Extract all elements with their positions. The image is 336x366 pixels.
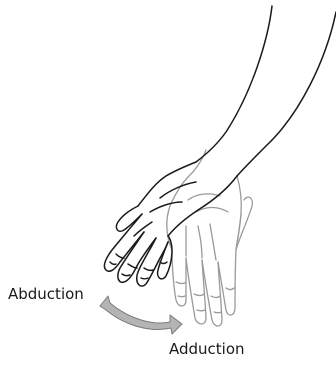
adducted-hand-outline: [167, 150, 253, 326]
adduction-label: Adduction: [169, 342, 245, 357]
abduction-adduction-arrow: [100, 296, 182, 334]
abduction-label: Abduction: [8, 287, 84, 302]
abducted-hand-outline: [104, 6, 336, 286]
